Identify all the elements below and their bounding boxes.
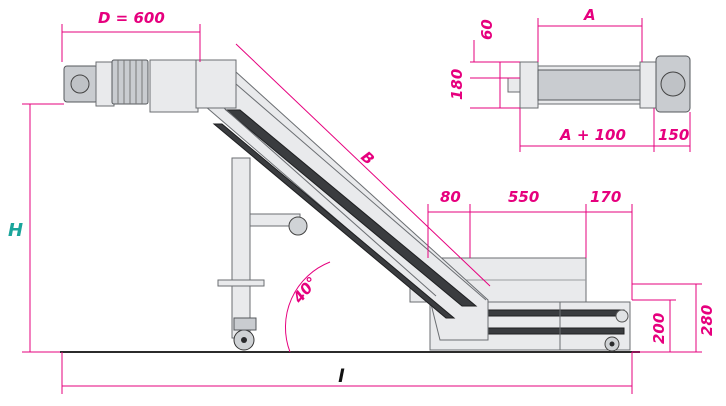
dim-hopper-widths: 80 550 170 <box>427 188 633 300</box>
dim-550-label: 550 <box>508 188 539 206</box>
dim-60-label: 60 <box>478 19 496 40</box>
dim-150-label: 150 <box>658 126 689 144</box>
dim-200-label: 200 <box>650 313 668 344</box>
dim-d-label: D = 600 <box>98 9 165 27</box>
dim-top-view: A A + 100 150 60 180 <box>448 6 691 152</box>
dim-280-label: 280 <box>698 305 716 336</box>
drive-motor <box>63 59 149 107</box>
dim-angle-label: 40° <box>289 273 322 307</box>
dim-h: H <box>8 103 64 353</box>
top-view-roller <box>507 55 691 113</box>
dim-l: l <box>61 352 633 394</box>
dim-d: D = 600 <box>61 9 201 62</box>
dim-180-label: 180 <box>448 69 466 100</box>
dim-h-label: H <box>8 220 23 241</box>
inclined-conveyor <box>197 71 489 341</box>
dim-170-label: 170 <box>590 188 621 206</box>
dim-a-label: A <box>583 6 596 24</box>
support-leg <box>217 157 308 351</box>
dim-b-label: B <box>357 148 378 169</box>
dim-a-plus-label: A + 100 <box>559 126 626 144</box>
dim-angle: 40° <box>284 261 331 353</box>
head-section <box>149 59 237 113</box>
dim-heights-right: 200 280 <box>632 283 716 353</box>
dim-80-label: 80 <box>440 188 461 206</box>
dim-l-label: l <box>338 366 345 387</box>
